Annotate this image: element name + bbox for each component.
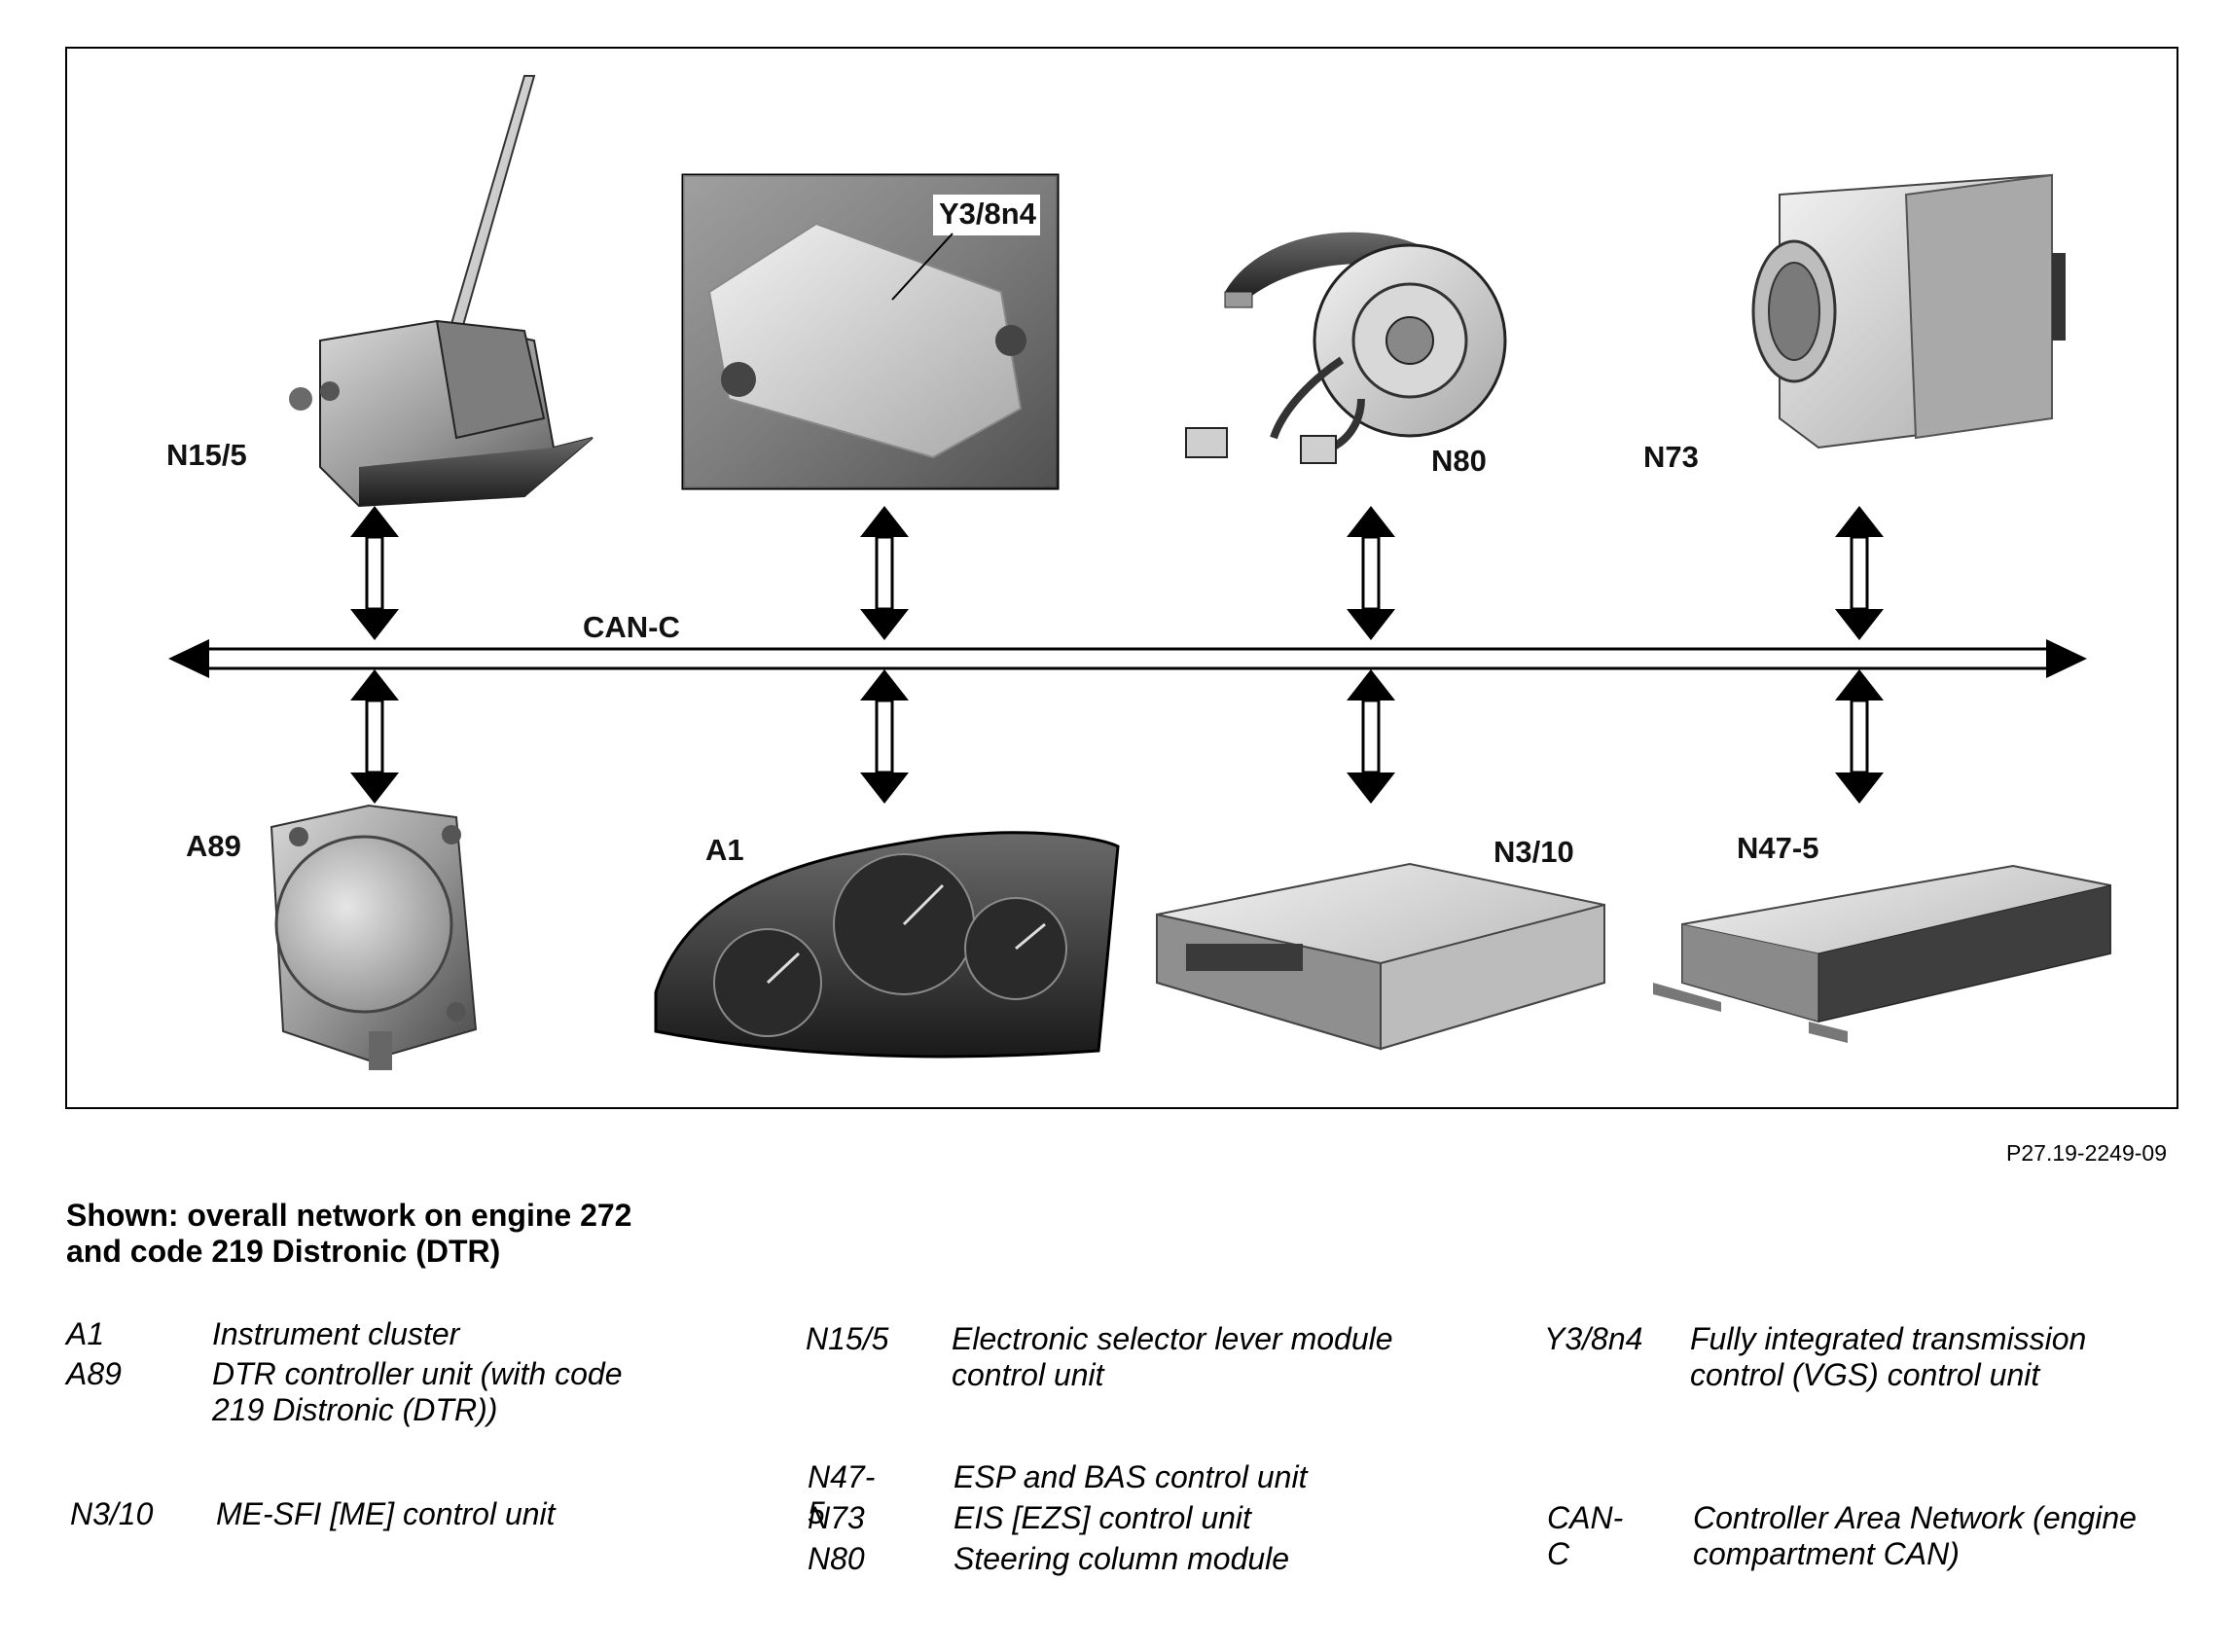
legend-code: N80 xyxy=(808,1541,865,1576)
component-label-y3-8n4: Y3/8n4 xyxy=(939,197,1037,231)
legend-code: N47-5 xyxy=(808,1459,876,1530)
component-label-n80: N80 xyxy=(1431,444,1487,478)
caption-line-1: Shown: overall network on engine 272 xyxy=(66,1198,632,1233)
component-label-a89: A89 xyxy=(186,829,241,863)
esp-control-unit-image xyxy=(1653,864,2111,1043)
diagram-frame: CAN-C N15/5 xyxy=(65,47,2178,1109)
component-label-n15-5: N15/5 xyxy=(166,438,247,472)
instrument-cluster-image xyxy=(654,831,1120,1059)
connector-arrow-n47-5 xyxy=(1835,669,1884,804)
legend-desc: ME-SFI [ME] control unit xyxy=(216,1496,556,1531)
eis-control-unit-image xyxy=(1751,173,2066,449)
legend-code: N73 xyxy=(808,1500,865,1535)
legend-desc: Instrument cluster xyxy=(212,1316,460,1351)
legend-desc-line-1: DTR controller unit (with code xyxy=(212,1356,623,1391)
figure-caption: Shown: overall network on engine 272 and… xyxy=(66,1198,631,1270)
connector-arrow-n3-10 xyxy=(1347,669,1395,804)
connector-arrow-a1 xyxy=(860,669,909,804)
legend-desc: EIS [EZS] control unit xyxy=(954,1500,1251,1535)
legend-code: Y3/8n4 xyxy=(1544,1321,1643,1356)
legend-desc-line-2: control (VGS) control unit xyxy=(1690,1357,2040,1392)
connector-arrow-n15-5 xyxy=(350,506,399,640)
vgs-control-unit-image: Y3/8n4 xyxy=(681,173,1060,490)
component-label-a1: A1 xyxy=(705,833,744,867)
connector-arrow-y3-8n4 xyxy=(860,506,909,640)
component-label-n73: N73 xyxy=(1643,440,1699,474)
component-label-n3-10: N3/10 xyxy=(1493,835,1574,869)
legend-code: A1 xyxy=(66,1316,105,1351)
legend-code: N3/10 xyxy=(70,1496,154,1531)
selector-lever-module-image xyxy=(289,75,594,508)
legend-desc-line-2: 219 Distronic (DTR)) xyxy=(212,1392,498,1427)
legend-code: N15/5 xyxy=(806,1321,889,1356)
caption-line-2: and code 219 Distronic (DTR) xyxy=(66,1234,501,1269)
network-diagram: CAN-C N15/5 xyxy=(166,75,2111,1070)
legend-desc-line-1: Fully integrated transmission xyxy=(1690,1321,2087,1356)
component-label-n47-5: N47-5 xyxy=(1737,831,1818,865)
legend-code: CAN-C xyxy=(1547,1500,1624,1571)
legend-desc-line-1: Controller Area Network (engine xyxy=(1693,1500,2137,1535)
legend-code: A89 xyxy=(66,1356,122,1391)
legend-desc: Steering column module xyxy=(954,1541,1290,1576)
legend-desc-line-2: control unit xyxy=(952,1357,1104,1392)
steering-column-module-image xyxy=(1185,232,1507,464)
connector-arrow-n80 xyxy=(1347,506,1395,640)
figure-reference: P27.19-2249-09 xyxy=(2006,1140,2167,1166)
legend-desc-line-1: Electronic selector lever module xyxy=(952,1321,1393,1356)
me-sfi-control-unit-image xyxy=(1156,862,1605,1051)
connector-arrow-n73 xyxy=(1835,506,1884,640)
legend-desc: ESP and BAS control unit xyxy=(954,1459,1308,1494)
bus-label: CAN-C xyxy=(583,610,680,644)
can-c-bus xyxy=(168,639,2087,678)
dtr-controller-unit-image xyxy=(270,804,478,1070)
legend-desc-line-2: compartment CAN) xyxy=(1693,1536,1960,1571)
connector-arrow-a89 xyxy=(350,669,399,804)
